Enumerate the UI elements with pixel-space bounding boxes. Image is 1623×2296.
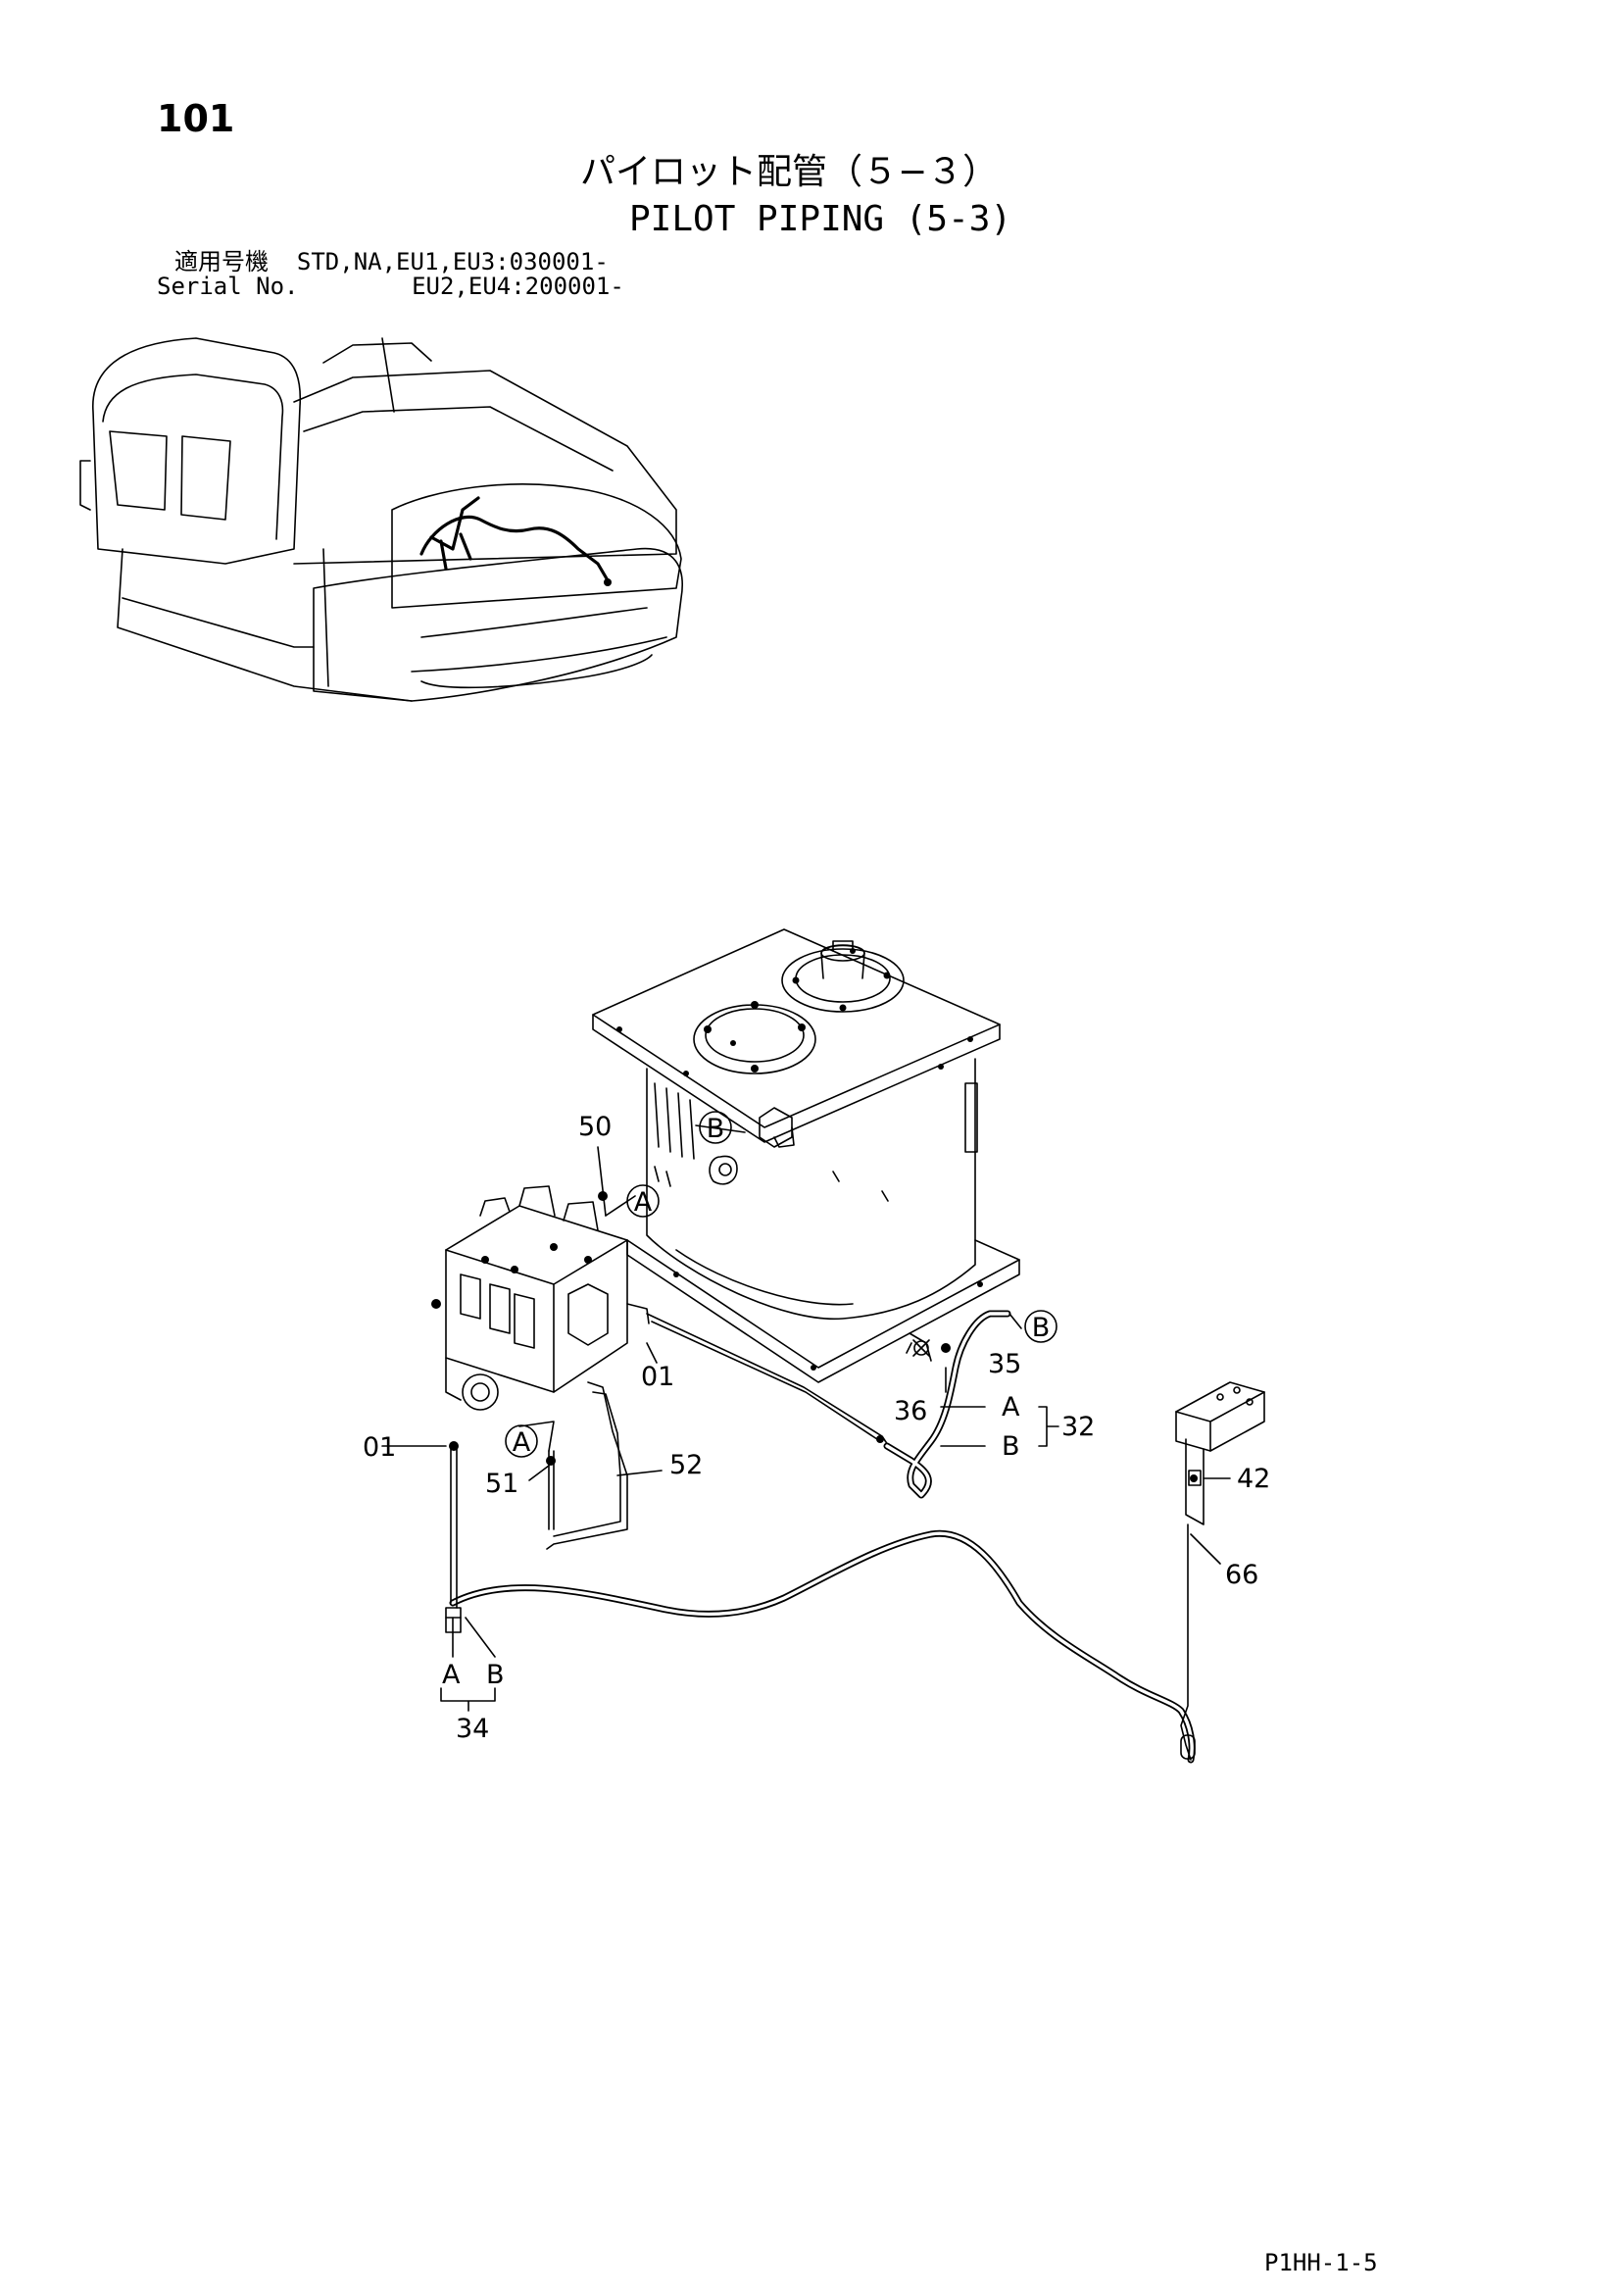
hose-32-end-a: A — [1002, 1392, 1020, 1423]
callout-36: 36 — [894, 1396, 927, 1426]
callout-01-lower: 01 — [363, 1432, 396, 1463]
control-valve — [431, 1185, 650, 1411]
page-number: 101 — [157, 97, 235, 140]
title-english: PILOT PIPING (5-3) — [629, 199, 1012, 239]
excavator-overview-illustration — [79, 337, 683, 702]
callout-52: 52 — [669, 1450, 703, 1480]
callout-50: 50 — [578, 1112, 612, 1142]
hose-32-end-b: B — [1002, 1431, 1020, 1462]
serial-line-2: Serial No. EU2,EU4:200001- — [157, 273, 624, 300]
svg-text:B: B — [1032, 1313, 1051, 1343]
svg-text:A: A — [634, 1187, 653, 1218]
title-japanese: パイロット配管（５−３） — [580, 152, 999, 192]
callout-51: 51 — [485, 1469, 518, 1499]
callout-34: 34 — [456, 1714, 489, 1744]
connection-marker-a-bottom: A — [505, 1424, 538, 1458]
connection-marker-b-top: B — [699, 1111, 732, 1144]
hose-34-end-a: A — [442, 1660, 461, 1690]
footer-page-code: P1HH-1-5 — [1264, 2249, 1378, 2276]
hoses-and-pipes — [445, 1310, 1196, 1764]
callout-01-upper: 01 — [641, 1362, 674, 1392]
callout-42: 42 — [1237, 1464, 1270, 1494]
callout-66: 66 — [1225, 1560, 1258, 1590]
hose-34-end-b: B — [486, 1660, 505, 1690]
callout-32: 32 — [1061, 1412, 1095, 1442]
serial-line-1: 適用号機 STD,NA,EU1,EU3:030001- — [174, 248, 609, 275]
pilot-valve-block — [1175, 1381, 1265, 1525]
callout-35: 35 — [988, 1349, 1021, 1379]
connection-marker-b-right: B — [1024, 1310, 1057, 1343]
leader-lines — [381, 1124, 1231, 1712]
connection-marker-a-top: A — [626, 1184, 660, 1218]
svg-text:A: A — [513, 1427, 531, 1458]
hydraulic-tank — [592, 928, 1020, 1383]
svg-text:B: B — [707, 1114, 725, 1144]
